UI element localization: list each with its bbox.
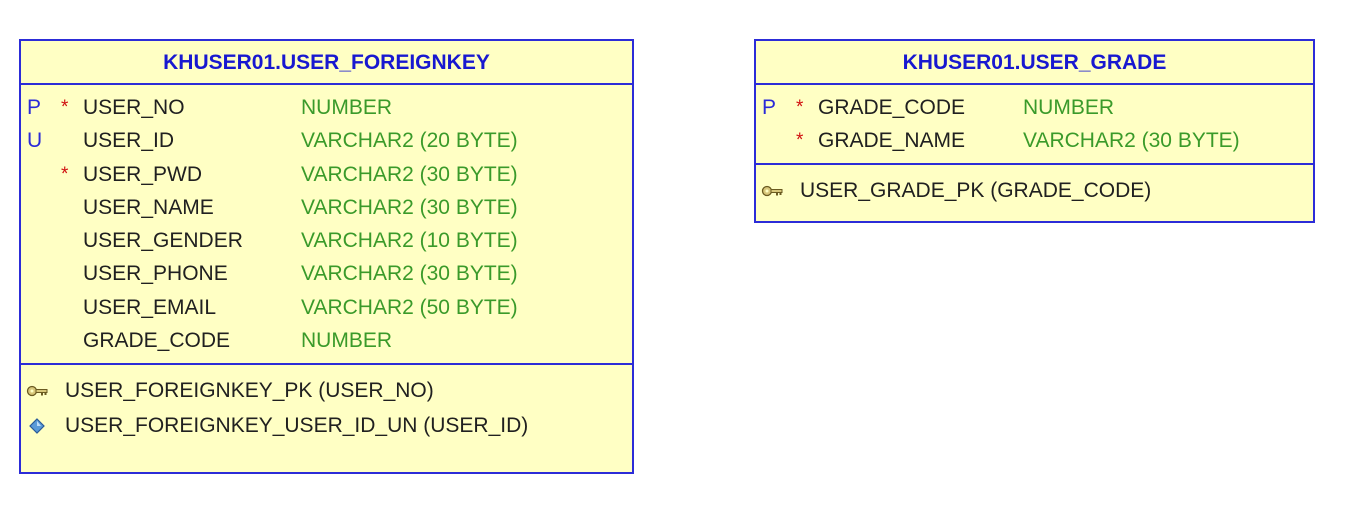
key-marker: P (27, 96, 42, 119)
column-row[interactable]: GRADE_CODE NUMBER (21, 324, 632, 357)
column-name: USER_PHONE (83, 262, 228, 286)
primary-key-icon (761, 185, 783, 197)
constraint-row[interactable]: USER_GRADE_PK (GRADE_CODE) (756, 173, 1313, 208)
required-marker: * (796, 130, 804, 152)
column-row[interactable]: * USER_PWD VARCHAR2 (30 BYTE) (21, 158, 632, 191)
required-marker: * (796, 97, 804, 118)
key-marker: U (27, 129, 43, 153)
column-name: GRADE_CODE (83, 329, 231, 353)
column-name: USER_ID (83, 129, 175, 153)
key-marker: P (762, 96, 777, 119)
constraint-list: USER_GRADE_PK (GRADE_CODE) (756, 165, 1313, 208)
unique-key-icon (29, 418, 45, 434)
column-type: NUMBER (301, 96, 393, 119)
column-list: P * USER_NO NUMBER U USER_ID VARCHAR2 (2… (21, 85, 632, 365)
column-type: NUMBER (301, 329, 393, 353)
column-name: USER_PWD (83, 162, 203, 186)
required-marker: * (61, 163, 69, 185)
column-name: USER_GENDER (83, 229, 243, 253)
constraint-row[interactable]: USER_FOREIGNKEY_PK (USER_NO) (21, 373, 632, 408)
column-type: NUMBER (1023, 96, 1115, 119)
required-marker: * (61, 97, 69, 118)
constraint-text: USER_FOREIGNKEY_USER_ID_UN (USER_ID) (65, 414, 529, 437)
column-name: USER_NAME (83, 195, 214, 219)
column-row[interactable]: USER_GENDER VARCHAR2 (10 BYTE) (21, 224, 632, 257)
column-type: VARCHAR2 (30 BYTE) (1023, 129, 1240, 153)
column-name: GRADE_CODE (818, 96, 966, 119)
entity-user-foreignkey[interactable]: KHUSER01.USER_FOREIGNKEY P * USER_NO NUM… (19, 39, 634, 474)
column-row[interactable]: USER_PHONE VARCHAR2 (30 BYTE) (21, 257, 632, 290)
column-type: VARCHAR2 (30 BYTE) (301, 162, 518, 186)
entity-user-grade[interactable]: KHUSER01.USER_GRADE P * GRADE_CODE NUMBE… (754, 39, 1315, 223)
column-row[interactable]: P * USER_NO NUMBER (21, 91, 632, 124)
column-row[interactable]: P * GRADE_CODE NUMBER (756, 91, 1313, 124)
constraint-text: USER_GRADE_PK (GRADE_CODE) (800, 179, 1152, 202)
column-row[interactable]: * GRADE_NAME VARCHAR2 (30 BYTE) (756, 124, 1313, 157)
column-row[interactable]: USER_EMAIL VARCHAR2 (50 BYTE) (21, 291, 632, 324)
column-list: P * GRADE_CODE NUMBER * GRADE_NAME VARCH… (756, 85, 1313, 165)
column-row[interactable]: U USER_ID VARCHAR2 (20 BYTE) (21, 124, 632, 157)
entity-title: KHUSER01.USER_GRADE (756, 41, 1313, 85)
primary-key-icon (26, 385, 48, 397)
column-type: VARCHAR2 (20 BYTE) (301, 129, 518, 153)
column-name: USER_EMAIL (83, 295, 217, 319)
column-name: USER_NO (83, 96, 185, 119)
column-type: VARCHAR2 (10 BYTE) (301, 229, 518, 253)
constraint-list: USER_FOREIGNKEY_PK (USER_NO) USER_FOREIG… (21, 365, 632, 443)
column-type: VARCHAR2 (30 BYTE) (301, 195, 518, 219)
column-type: VARCHAR2 (30 BYTE) (301, 262, 518, 286)
column-row[interactable]: USER_NAME VARCHAR2 (30 BYTE) (21, 191, 632, 224)
entity-title: KHUSER01.USER_FOREIGNKEY (21, 41, 632, 85)
constraint-row[interactable]: USER_FOREIGNKEY_USER_ID_UN (USER_ID) (21, 408, 632, 443)
column-name: GRADE_NAME (818, 129, 966, 153)
column-type: VARCHAR2 (50 BYTE) (301, 295, 518, 319)
constraint-text: USER_FOREIGNKEY_PK (USER_NO) (65, 379, 434, 402)
